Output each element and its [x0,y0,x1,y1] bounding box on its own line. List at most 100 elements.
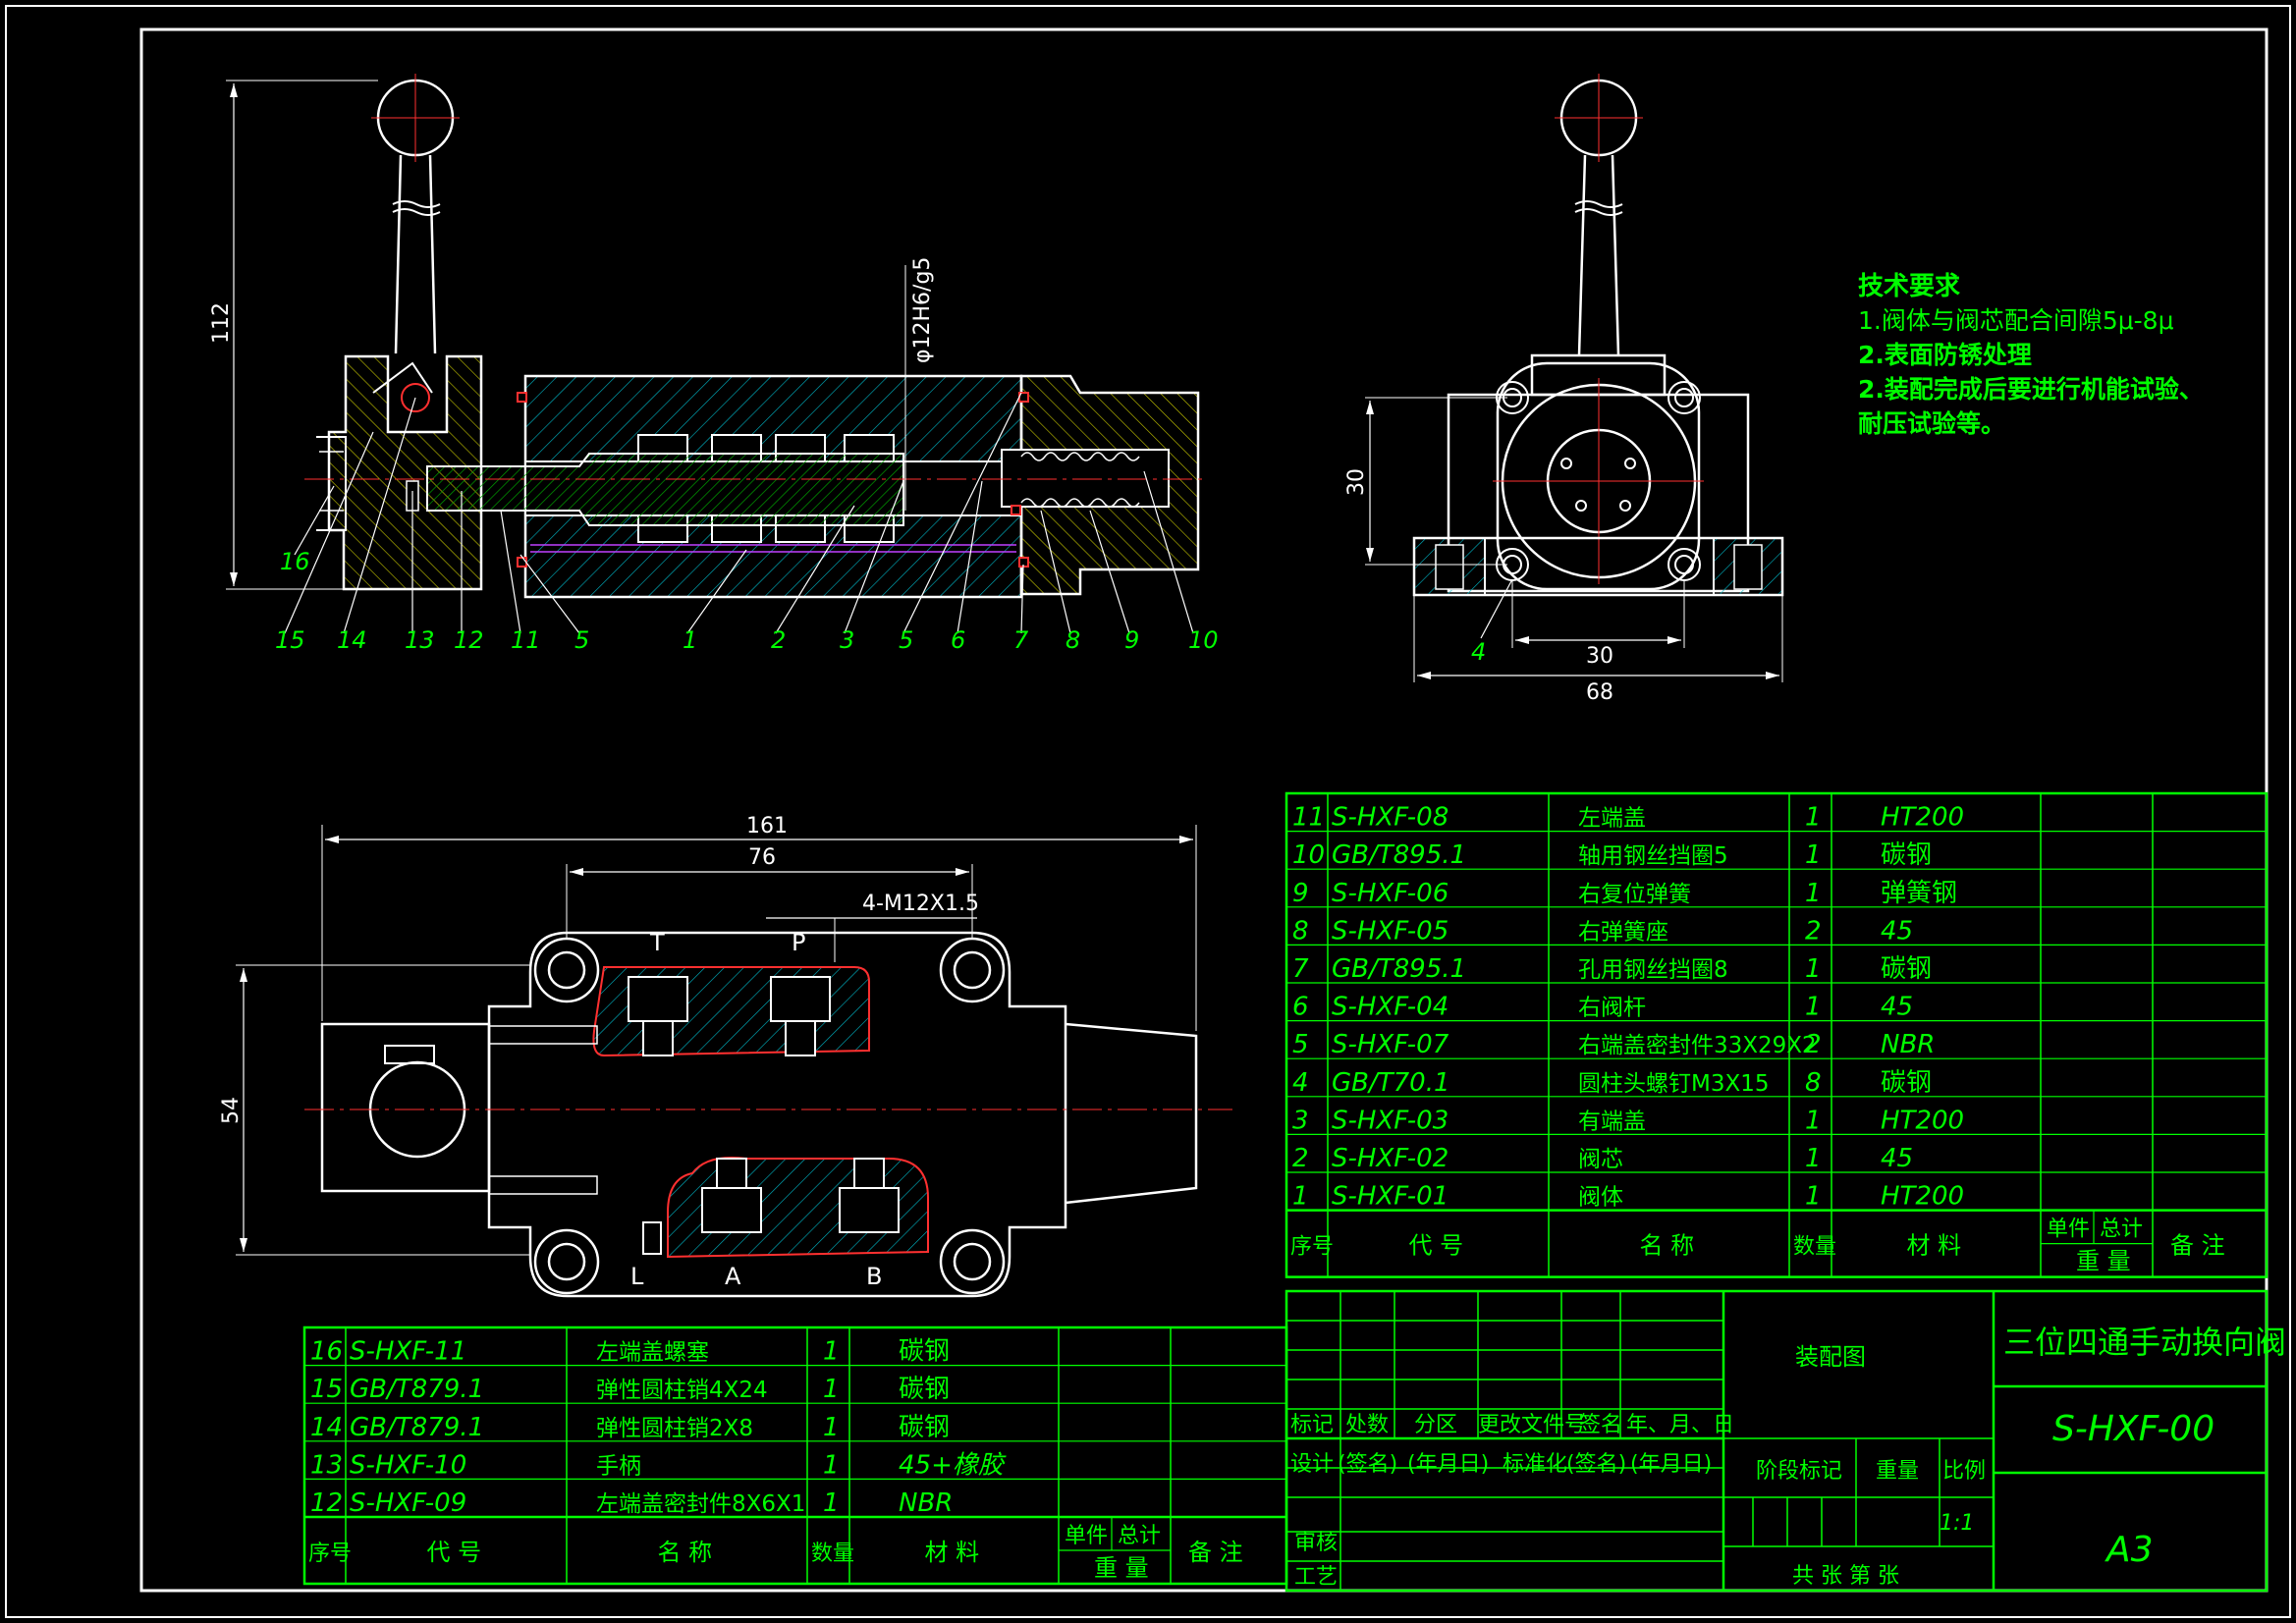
bom-row-6-qty: 1 [1805,993,1822,1022]
bom-row-1-name: 阀体 [1578,1185,1623,1211]
tb-label-design: 设计 [1290,1452,1334,1477]
front-balloon-13: 7 [1013,626,1029,654]
bom-header-unit: 单件 [2047,1217,2090,1242]
tb-label-date: 年、月、日 [1626,1413,1734,1437]
tb-label-standard-sign: (签名) [1566,1452,1626,1477]
tb-label-process: 工艺 [1294,1565,1338,1590]
bom-row-14-material: 碳钢 [899,1413,950,1442]
bom-row-1-qty: 1 [1805,1182,1822,1212]
dim-side-height: 30 [1344,468,1369,496]
bom-row-5-no: 5 [1292,1030,1309,1059]
bom-header-material: 材 料 [925,1539,980,1566]
front-balloon-1: 16 [280,548,310,575]
bom-row-4-no: 4 [1292,1068,1309,1098]
tb-sheet-size: A3 [2105,1530,2154,1570]
front-balloon-15: 9 [1124,626,1139,654]
tech-requirements: 技术要求 1.阀体与阀芯配合间隙5μ-8μ 2.表面防锈处理 2.装配完成后要进… [1858,272,2204,438]
bom-row-3-code: S-HXF-03 [1332,1106,1449,1135]
bom-row-4-code: GB/T70.1 [1332,1068,1450,1098]
bom-header-no: 序号 [308,1542,352,1566]
bom-row-12-code: S-HXF-09 [350,1488,466,1518]
bom-row-9-name: 右复位弹簧 [1578,882,1691,907]
bom-header-weight: 重 量 [1094,1554,1149,1582]
bom-row-13-material: 45+橡胶 [899,1450,1007,1480]
dim-thread: 4-M12X1.5 [862,892,979,916]
bom-row-4-qty: 8 [1805,1068,1822,1098]
front-balloon-12: 6 [951,626,965,654]
front-balloon-8: 1 [683,626,697,654]
port-label-L: L [630,1263,644,1290]
bom-row-9-no: 9 [1292,879,1309,908]
title-block-text: 装配图 三位四通手动换向阀 S-HXF-00 A3 1:1 标记 处数 分区 更… [1290,1324,2286,1590]
bom-row-10-name: 轴用钢丝挡圈5 [1578,843,1728,869]
tb-label-sheets: 共 张 第 张 [1792,1564,1899,1589]
dim-top-port-span: 76 [748,845,776,870]
bom-row-12-name: 左端盖密封件8X6X1 [596,1491,805,1517]
bom-row-4-name: 圆柱头螺钉M3X15 [1578,1071,1770,1097]
tb-drawing-type: 装配图 [1795,1343,1866,1371]
bom-row-10-code: GB/T895.1 [1332,840,1466,870]
tb-label-standard: 标准化 [1503,1452,1567,1477]
bom-row-5-material: NBR [1881,1030,1935,1059]
tech-title: 技术要求 [1858,272,1960,301]
bom-row-2-qty: 1 [1805,1144,1822,1173]
dim-top-overall: 161 [746,814,788,839]
bom-row-7-no: 7 [1292,954,1309,984]
dim-top-height: 54 [219,1097,244,1124]
bom-row-2-code: S-HXF-02 [1332,1144,1449,1173]
dim-front-height: 112 [209,302,234,344]
front-balloon-5: 12 [454,626,484,654]
bom-row-7-name: 孔用钢丝挡圈8 [1578,957,1728,983]
bom-row-16-material: 碳钢 [899,1337,950,1367]
bom-row-1-no: 1 [1292,1182,1309,1212]
dim-side-width: 68 [1586,680,1613,705]
bom-row-15-code: GB/T879.1 [350,1375,484,1404]
bom-row-8-no: 8 [1292,916,1309,946]
tech-line-2: 2.表面防锈处理 [1858,341,2032,369]
port-label-P: P [792,929,805,956]
bom-row-8-code: S-HXF-05 [1332,916,1449,946]
tb-label-design-sign: (签名) [1338,1452,1397,1477]
bom-row-13-name: 手柄 [596,1453,641,1479]
bom-row-15-qty: 1 [823,1375,840,1404]
tech-line-1: 1.阀体与阀芯配合间隙5μ-8μ [1858,306,2174,335]
bom-row-8-qty: 2 [1805,916,1822,946]
bom-row-6-name: 右阀杆 [1578,996,1646,1021]
front-balloon-16: 10 [1188,626,1219,654]
bom-row-11-code: S-HXF-08 [1332,803,1449,833]
tb-drawing-no: S-HXF-00 [2052,1409,2214,1449]
bom-row-16-name: 左端盖螺塞 [596,1340,709,1366]
tb-label-ratio: 比例 [1942,1459,1986,1484]
bom-header-material: 材 料 [1907,1232,1962,1260]
bom-row-7-qty: 1 [1805,954,1822,984]
tb-label-stage: 阶段标记 [1756,1459,1842,1484]
tb-label-sign: 签名 [1579,1413,1622,1437]
tb-label-count: 处数 [1345,1413,1389,1437]
tb-title: 三位四通手动换向阀 [2003,1324,2286,1361]
bom-row-13-qty: 1 [823,1450,840,1480]
bom-row-3-no: 3 [1292,1106,1309,1135]
bom-row-14-qty: 1 [823,1413,840,1442]
tb-label-review: 审核 [1294,1531,1338,1555]
bom-header-total: 总计 [2100,1217,2143,1242]
bom-row-9-qty: 1 [1805,879,1822,908]
bom-row-11-material: HT200 [1881,803,1964,833]
port-label-A: A [725,1263,741,1290]
bom-row-11-qty: 1 [1805,803,1822,833]
bom-row-6-material: 45 [1881,993,1913,1022]
tb-label-zone: 分区 [1414,1413,1457,1437]
bom-row-7-material: 碳钢 [1881,954,1932,984]
front-balloon-2: 15 [275,626,305,654]
bom-header-name: 名 称 [658,1539,713,1566]
bom-row-8-material: 45 [1881,916,1913,946]
tech-line-4: 耐压试验等。 [1858,409,2005,438]
bom-header-code: 代 号 [427,1539,482,1566]
bom-header-qty: 数量 [1793,1235,1836,1260]
title-block [1285,1289,2269,1593]
front-balloon-10: 3 [840,626,854,654]
bom-header-name: 名 称 [1640,1232,1695,1260]
bom-row-6-code: S-HXF-04 [1332,993,1449,1022]
bom-row-9-code: S-HXF-06 [1332,879,1449,908]
bom-row-8-name: 右弹簧座 [1578,919,1668,945]
front-balloon-7: 5 [574,626,589,654]
